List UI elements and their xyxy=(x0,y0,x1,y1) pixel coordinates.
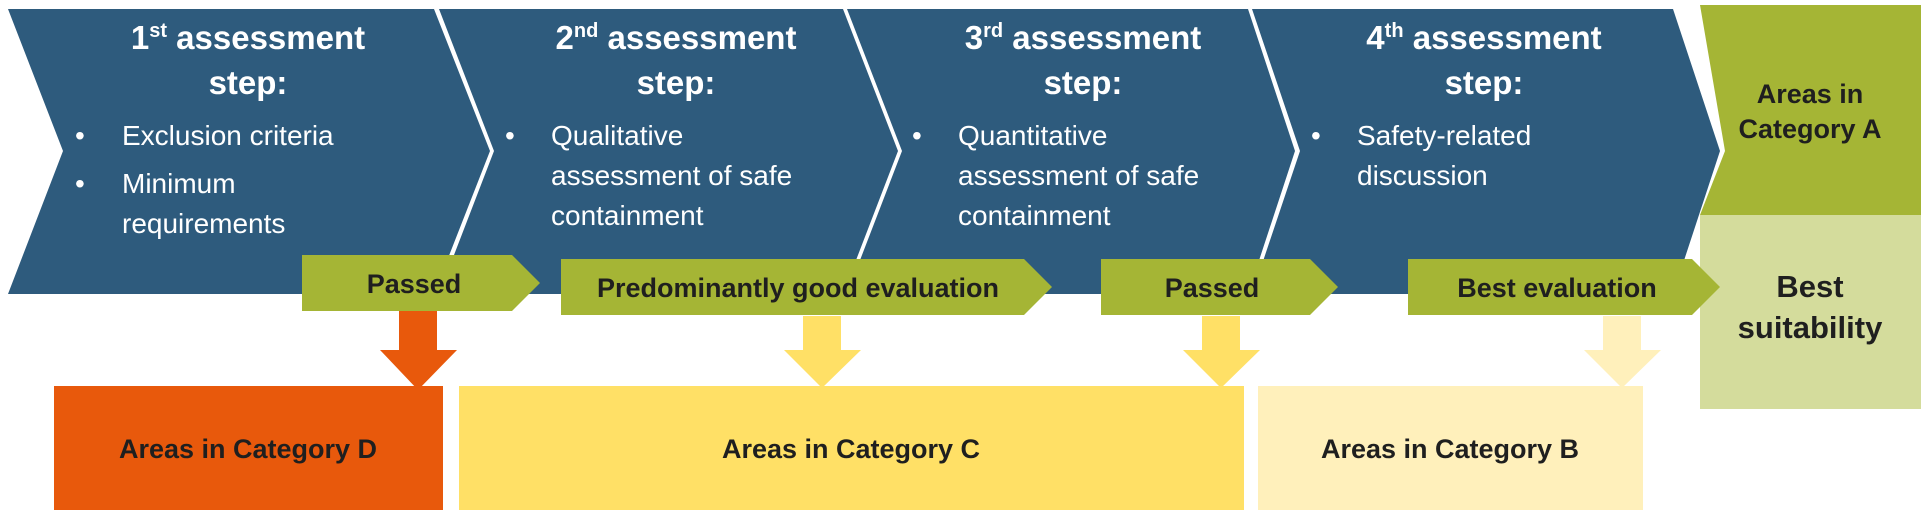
category-a-result-box xyxy=(1700,215,1921,409)
step-1-bullet-1-text: Exclusion criteria xyxy=(122,120,334,151)
down-arrow-to-b xyxy=(1584,316,1661,388)
pass-arrow-3 xyxy=(1101,259,1338,315)
step-3-bullet-1-marker: • xyxy=(912,120,922,151)
pass-arrow-4 xyxy=(1408,259,1720,315)
step-4-chevron xyxy=(1252,9,1720,294)
pass-label-2: Predominantly good evaluation xyxy=(597,273,999,303)
step-1-chevron xyxy=(8,9,490,294)
step-3-bullet-1-line-2: assessment of safe xyxy=(958,160,1199,191)
step-2-bullet-1-line-2: assessment of safe xyxy=(551,160,792,191)
step-4-title-line2: step: xyxy=(1445,64,1524,101)
step-3-bullet-1-line-1: Quantitative xyxy=(958,120,1107,151)
step-1-bullet-2-line-2: requirements xyxy=(122,208,285,239)
pass-arrow-2 xyxy=(561,259,1052,315)
step-1-title-line2: step: xyxy=(209,64,288,101)
category-b-box xyxy=(1258,386,1643,510)
step-1-bullet-2-line-1: Minimum xyxy=(122,168,236,199)
category-a-label-line-1: Areas in xyxy=(1757,79,1864,109)
category-b-label: Areas in Category B xyxy=(1321,434,1579,464)
step-2-title: 2nd assessment xyxy=(556,19,797,56)
down-arrow-to-c-2 xyxy=(1183,316,1260,388)
step-4-bullet-1-line-1: Safety-related xyxy=(1357,120,1531,151)
down-arrow-to-d xyxy=(380,311,457,390)
step-2-chevron xyxy=(439,9,898,294)
category-a-result-line-1: Best xyxy=(1776,269,1843,304)
category-a-result-line-2: suitability xyxy=(1738,310,1883,345)
step-2-bullet-1-line-1: Qualitative xyxy=(551,120,683,151)
category-c-box xyxy=(459,386,1244,510)
step-4-bullet-1-line-2: discussion xyxy=(1357,160,1488,191)
step-1-bullet-1-marker: • xyxy=(75,120,85,151)
step-4-bullet-1-marker: • xyxy=(1311,120,1321,151)
step-3-title: 3rd assessment xyxy=(965,19,1202,56)
step-2-bullet-1-marker: • xyxy=(505,120,515,151)
pass-label-1: Passed xyxy=(367,269,462,299)
pass-label-3: Passed xyxy=(1165,273,1260,303)
step-1-title: 1st assessment xyxy=(131,19,365,56)
category-a-label-line-2: Category A xyxy=(1738,114,1881,144)
step-3-chevron xyxy=(847,9,1295,294)
step-2-bullet-1-line-3: containment xyxy=(551,200,704,231)
pass-arrow-1 xyxy=(302,255,540,311)
step-4-title: 4th assessment xyxy=(1366,19,1601,56)
category-a-box xyxy=(1700,5,1921,215)
step-2-title-line2: step: xyxy=(637,64,716,101)
step-1-bullet-2-marker: • xyxy=(75,168,85,199)
pass-label-4: Best evaluation xyxy=(1457,273,1657,303)
category-d-box xyxy=(54,386,443,510)
down-arrow-to-c-1 xyxy=(784,316,861,388)
category-c-label: Areas in Category C xyxy=(722,434,980,464)
category-d-label: Areas in Category D xyxy=(119,434,377,464)
step-3-title-line2: step: xyxy=(1044,64,1123,101)
step-3-bullet-1-line-3: containment xyxy=(958,200,1111,231)
